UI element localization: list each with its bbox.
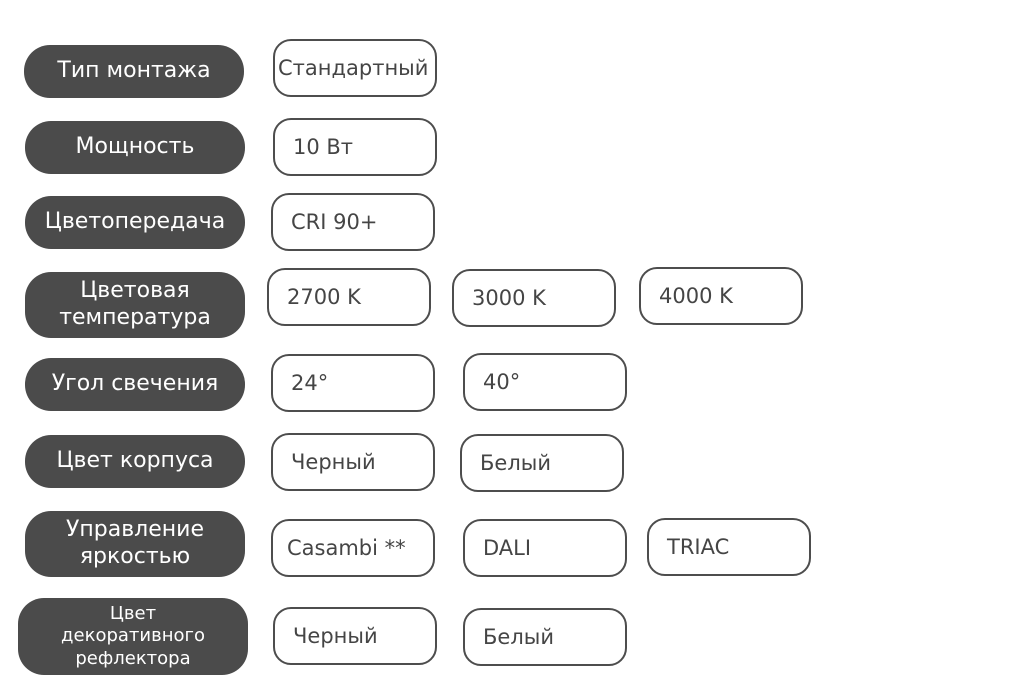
option-reflector-white[interactable]: Белый xyxy=(463,608,627,666)
option-dimming-dali[interactable]: DALI xyxy=(463,519,627,577)
label-power: Мощность xyxy=(25,121,245,174)
label-body-color: Цвет корпуса xyxy=(25,435,245,488)
label-color-temperature: Цветовая температура xyxy=(25,272,245,338)
option-body-white[interactable]: Белый xyxy=(460,434,624,492)
option-power-10w[interactable]: 10 Вт xyxy=(273,118,437,176)
option-reflector-black[interactable]: Черный xyxy=(273,607,437,665)
option-body-black[interactable]: Черный xyxy=(271,433,435,491)
label-dimming-control: Управление яркостью xyxy=(25,511,245,577)
label-reflector-color: Цвет декоративного рефлектора xyxy=(18,598,248,675)
label-mounting-type: Тип монтажа xyxy=(24,45,244,98)
option-dimming-casambi[interactable]: Casambi ** xyxy=(271,519,435,577)
label-beam-angle: Угол свечения xyxy=(25,358,245,411)
option-temp-3000k[interactable]: 3000 K xyxy=(452,269,616,327)
option-cri-90[interactable]: CRI 90+ xyxy=(271,193,435,251)
option-temp-4000k[interactable]: 4000 K xyxy=(639,267,803,325)
option-dimming-triac[interactable]: TRIAC xyxy=(647,518,811,576)
option-angle-40[interactable]: 40° xyxy=(463,353,627,411)
option-angle-24[interactable]: 24° xyxy=(271,354,435,412)
label-color-rendering: Цветопередача xyxy=(25,196,245,249)
option-mounting-standard[interactable]: Стандартный xyxy=(273,39,437,97)
option-temp-2700k[interactable]: 2700 K xyxy=(267,268,431,326)
